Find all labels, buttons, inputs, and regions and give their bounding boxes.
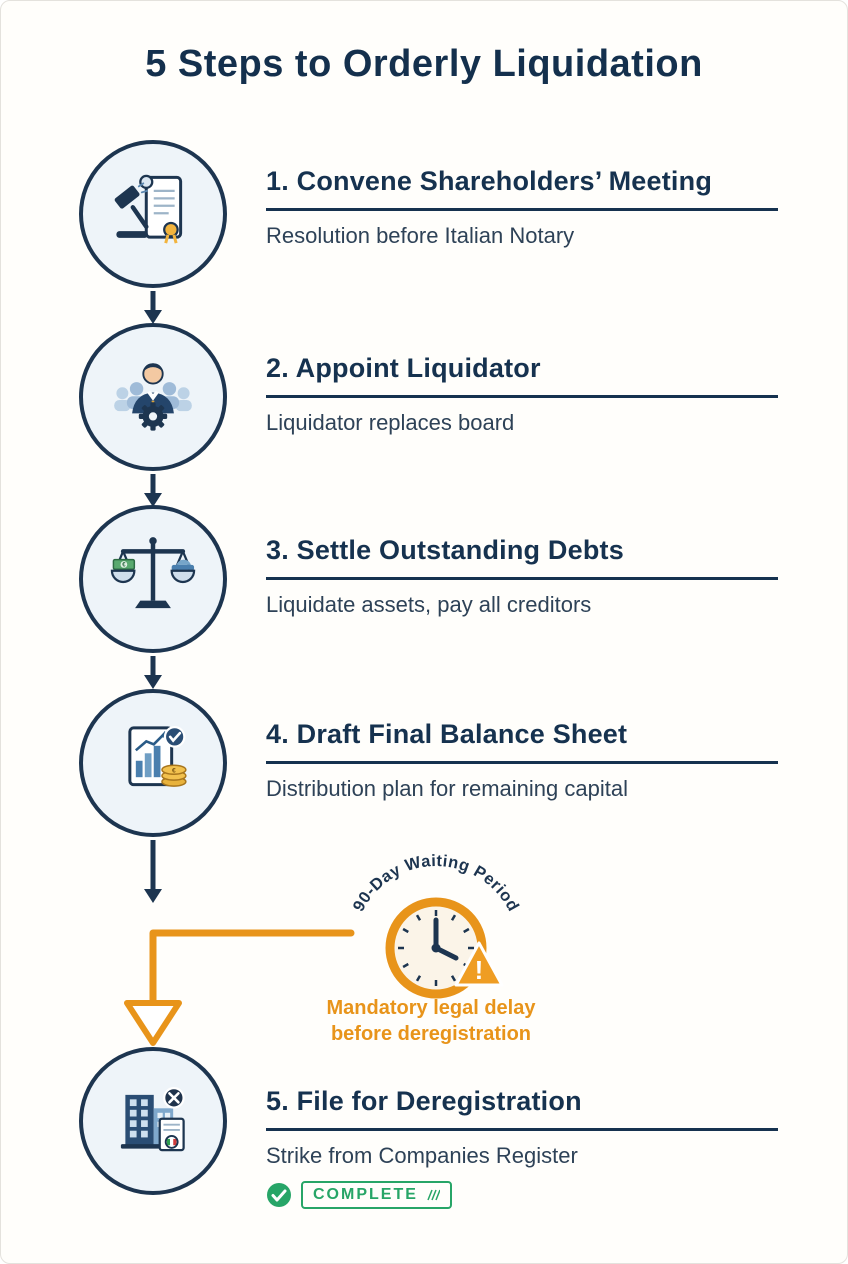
warning-triangle-icon: !: [454, 941, 504, 987]
step-4-icon-circle: €: [79, 689, 227, 837]
page-title: 5 Steps to Orderly Liquidation: [145, 43, 703, 85]
step-2-icon-circle: [79, 323, 227, 471]
euro-glyph: €: [172, 767, 176, 774]
x-circle-icon: [163, 1087, 185, 1109]
step-1: 1. Convene Shareholders’ Meeting Resolut…: [266, 166, 778, 249]
elbow-arrow-icon: [124, 929, 355, 1046]
complete-badge: COMPLETE: [266, 1181, 778, 1209]
complete-badge-label: COMPLETE: [313, 1186, 418, 1203]
step-3-icon-circle: €: [79, 505, 227, 653]
step-1-icon-circle: [79, 140, 227, 288]
gavel-scroll-icon: [114, 174, 183, 244]
check-circle-icon: [267, 1183, 291, 1207]
building-deregistration-icon: [120, 1087, 185, 1152]
waiting-period-clock-icon: 90-Day Waiting Period !: [350, 852, 522, 999]
step-2-subtitle: Liquidator replaces board: [266, 410, 515, 435]
complete-badge-box: COMPLETE: [301, 1181, 452, 1209]
coin-stack-icon: €: [161, 764, 187, 787]
euro-glyph: €: [122, 563, 126, 569]
stamp-hatch-icon: [427, 1189, 440, 1201]
step-1-subtitle: Resolution before Italian Notary: [266, 223, 575, 248]
arrow-down-icon: [144, 656, 162, 689]
step-4: 4. Draft Final Balance Sheet Distributio…: [266, 719, 778, 802]
arrow-down-icon: [144, 291, 162, 324]
italian-document-icon: [158, 1117, 185, 1152]
step-2: 2. Appoint Liquidator Liquidator replace…: [266, 353, 778, 436]
waiting-period-note-line2: before deregistration: [330, 1023, 532, 1045]
waiting-period-note-line1: Mandatory legal delay: [326, 997, 536, 1019]
step-4-title: 4. Draft Final Balance Sheet: [266, 719, 778, 764]
step-5-icon-circle: [79, 1047, 227, 1195]
step-4-subtitle: Distribution plan for remaining capital: [266, 776, 628, 801]
step-5: 5. File for Deregistration Strike from C…: [266, 1086, 778, 1209]
liquidator-people-gear-icon: [114, 363, 192, 431]
step-1-title: 1. Convene Shareholders’ Meeting: [266, 166, 778, 211]
step-5-subtitle: Strike from Companies Register: [266, 1143, 578, 1168]
step-3: 3. Settle Outstanding Debts Liquidate as…: [266, 535, 778, 618]
step-5-title: 5. File for Deregistration: [266, 1086, 778, 1131]
waiting-period-note: Mandatory legal delay before deregistrat…: [291, 995, 571, 1047]
step-3-subtitle: Liquidate assets, pay all creditors: [266, 592, 592, 617]
warning-mark: !: [475, 955, 484, 985]
step-3-title: 3. Settle Outstanding Debts: [266, 535, 778, 580]
step-2-title: 2. Appoint Liquidator: [266, 353, 778, 398]
gear-icon: [138, 402, 168, 431]
arrow-down-icon: [144, 840, 162, 903]
balance-scale-assets-icon: €: [110, 537, 196, 609]
arrow-down-icon: [144, 474, 162, 507]
balance-sheet-coins-icon: €: [128, 726, 187, 787]
